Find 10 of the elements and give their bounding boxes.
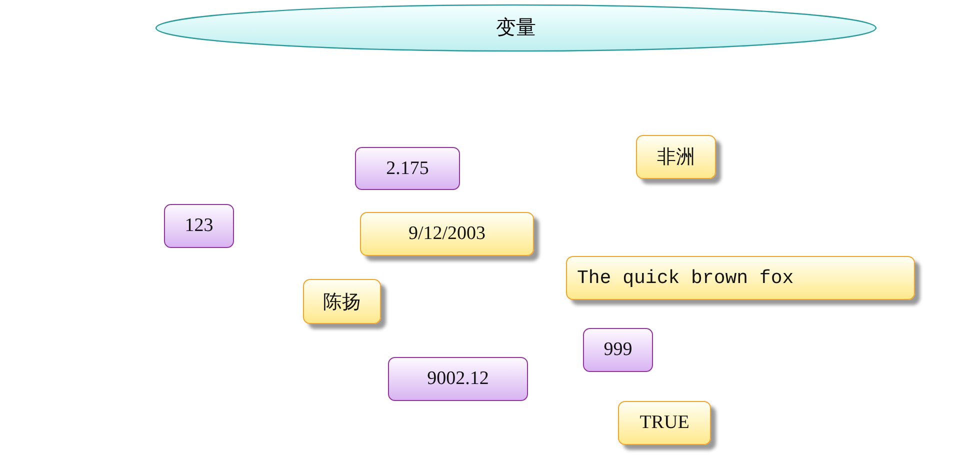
value-box: 2.175 (355, 147, 460, 190)
value-box: 陈扬 (303, 279, 381, 324)
value-box: TRUE (618, 401, 711, 445)
value-box: The quick brown fox (566, 256, 915, 300)
value-box: 999 (583, 328, 653, 372)
value-box: 123 (164, 204, 234, 248)
value-box: 非洲 (636, 135, 716, 179)
value-box: 9/12/2003 (360, 212, 534, 256)
ellipse-label: 变量 (496, 16, 536, 41)
value-box: 9002.12 (388, 357, 528, 401)
